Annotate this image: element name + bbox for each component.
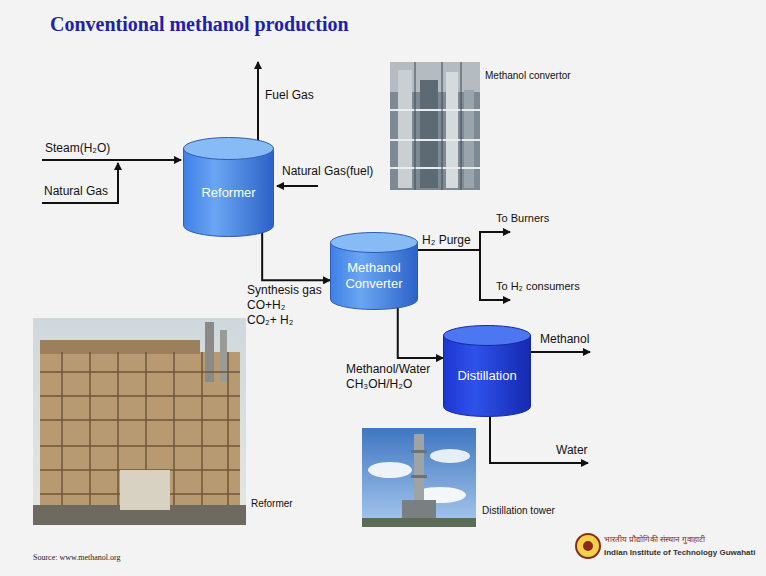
reformer-photo [33, 318, 246, 525]
vessel-label-box: Reformer [183, 161, 274, 224]
cylinder-top [444, 326, 531, 346]
vessel-label: Reformer [197, 185, 259, 201]
product-label: Methanol [540, 332, 589, 346]
stream-label: H₂ Purge [422, 233, 471, 247]
photo-caption: Methanol convertor [485, 70, 571, 82]
vessel-label: Methanol Converter [330, 260, 418, 291]
distillation-photo [362, 428, 476, 527]
cylinder-vessel: Distillation [443, 325, 531, 417]
cylinder-vessel: Methanol Converter [330, 232, 418, 310]
stream-label: Natural Gas [44, 184, 108, 198]
source-note: Source: www.methanol.org [33, 553, 121, 563]
converter-photo [390, 62, 480, 190]
vessel-label-box: Distillation [443, 347, 531, 405]
stream-label: CH₃OH/H₂O [346, 377, 412, 391]
stream-label: Methanol/Water [346, 362, 430, 376]
cylinder-top [184, 138, 274, 160]
flow-connector [262, 226, 330, 280]
stream-label: CO+H₂ [247, 298, 285, 312]
destination-label: To H₂ consumers [496, 280, 580, 293]
institute-name: Indian Institute of Technology Guwahati [604, 548, 755, 558]
product-label: Water [556, 443, 588, 457]
stream-label: Fuel Gas [265, 88, 314, 102]
cylinder-vessel: Reformer [183, 137, 274, 237]
flow-connector [398, 300, 443, 358]
vessel-label-box: Methanol Converter [330, 254, 418, 298]
photo-caption: Distillation tower [482, 505, 555, 517]
stream-label: Synthesis gas [247, 283, 322, 297]
stream-label: Steam(H₂O) [45, 141, 110, 155]
vessel-label: Distillation [453, 368, 520, 384]
cylinder-body [184, 148, 274, 237]
stream-label: Natural Gas(fuel) [282, 164, 373, 178]
destination-label: To Burners [496, 212, 549, 225]
institute-logo [576, 534, 600, 558]
stream-label: CO₂+ H₂ [247, 313, 293, 327]
cylinder-top [331, 233, 418, 253]
slide-title: Conventional methanol production [50, 12, 349, 36]
institute-name: भारतीय प्रौद्योगिकी संस्थान गुवाहाटी [604, 535, 705, 545]
cylinder-body [444, 335, 531, 416]
photo-caption: Reformer [251, 498, 293, 510]
